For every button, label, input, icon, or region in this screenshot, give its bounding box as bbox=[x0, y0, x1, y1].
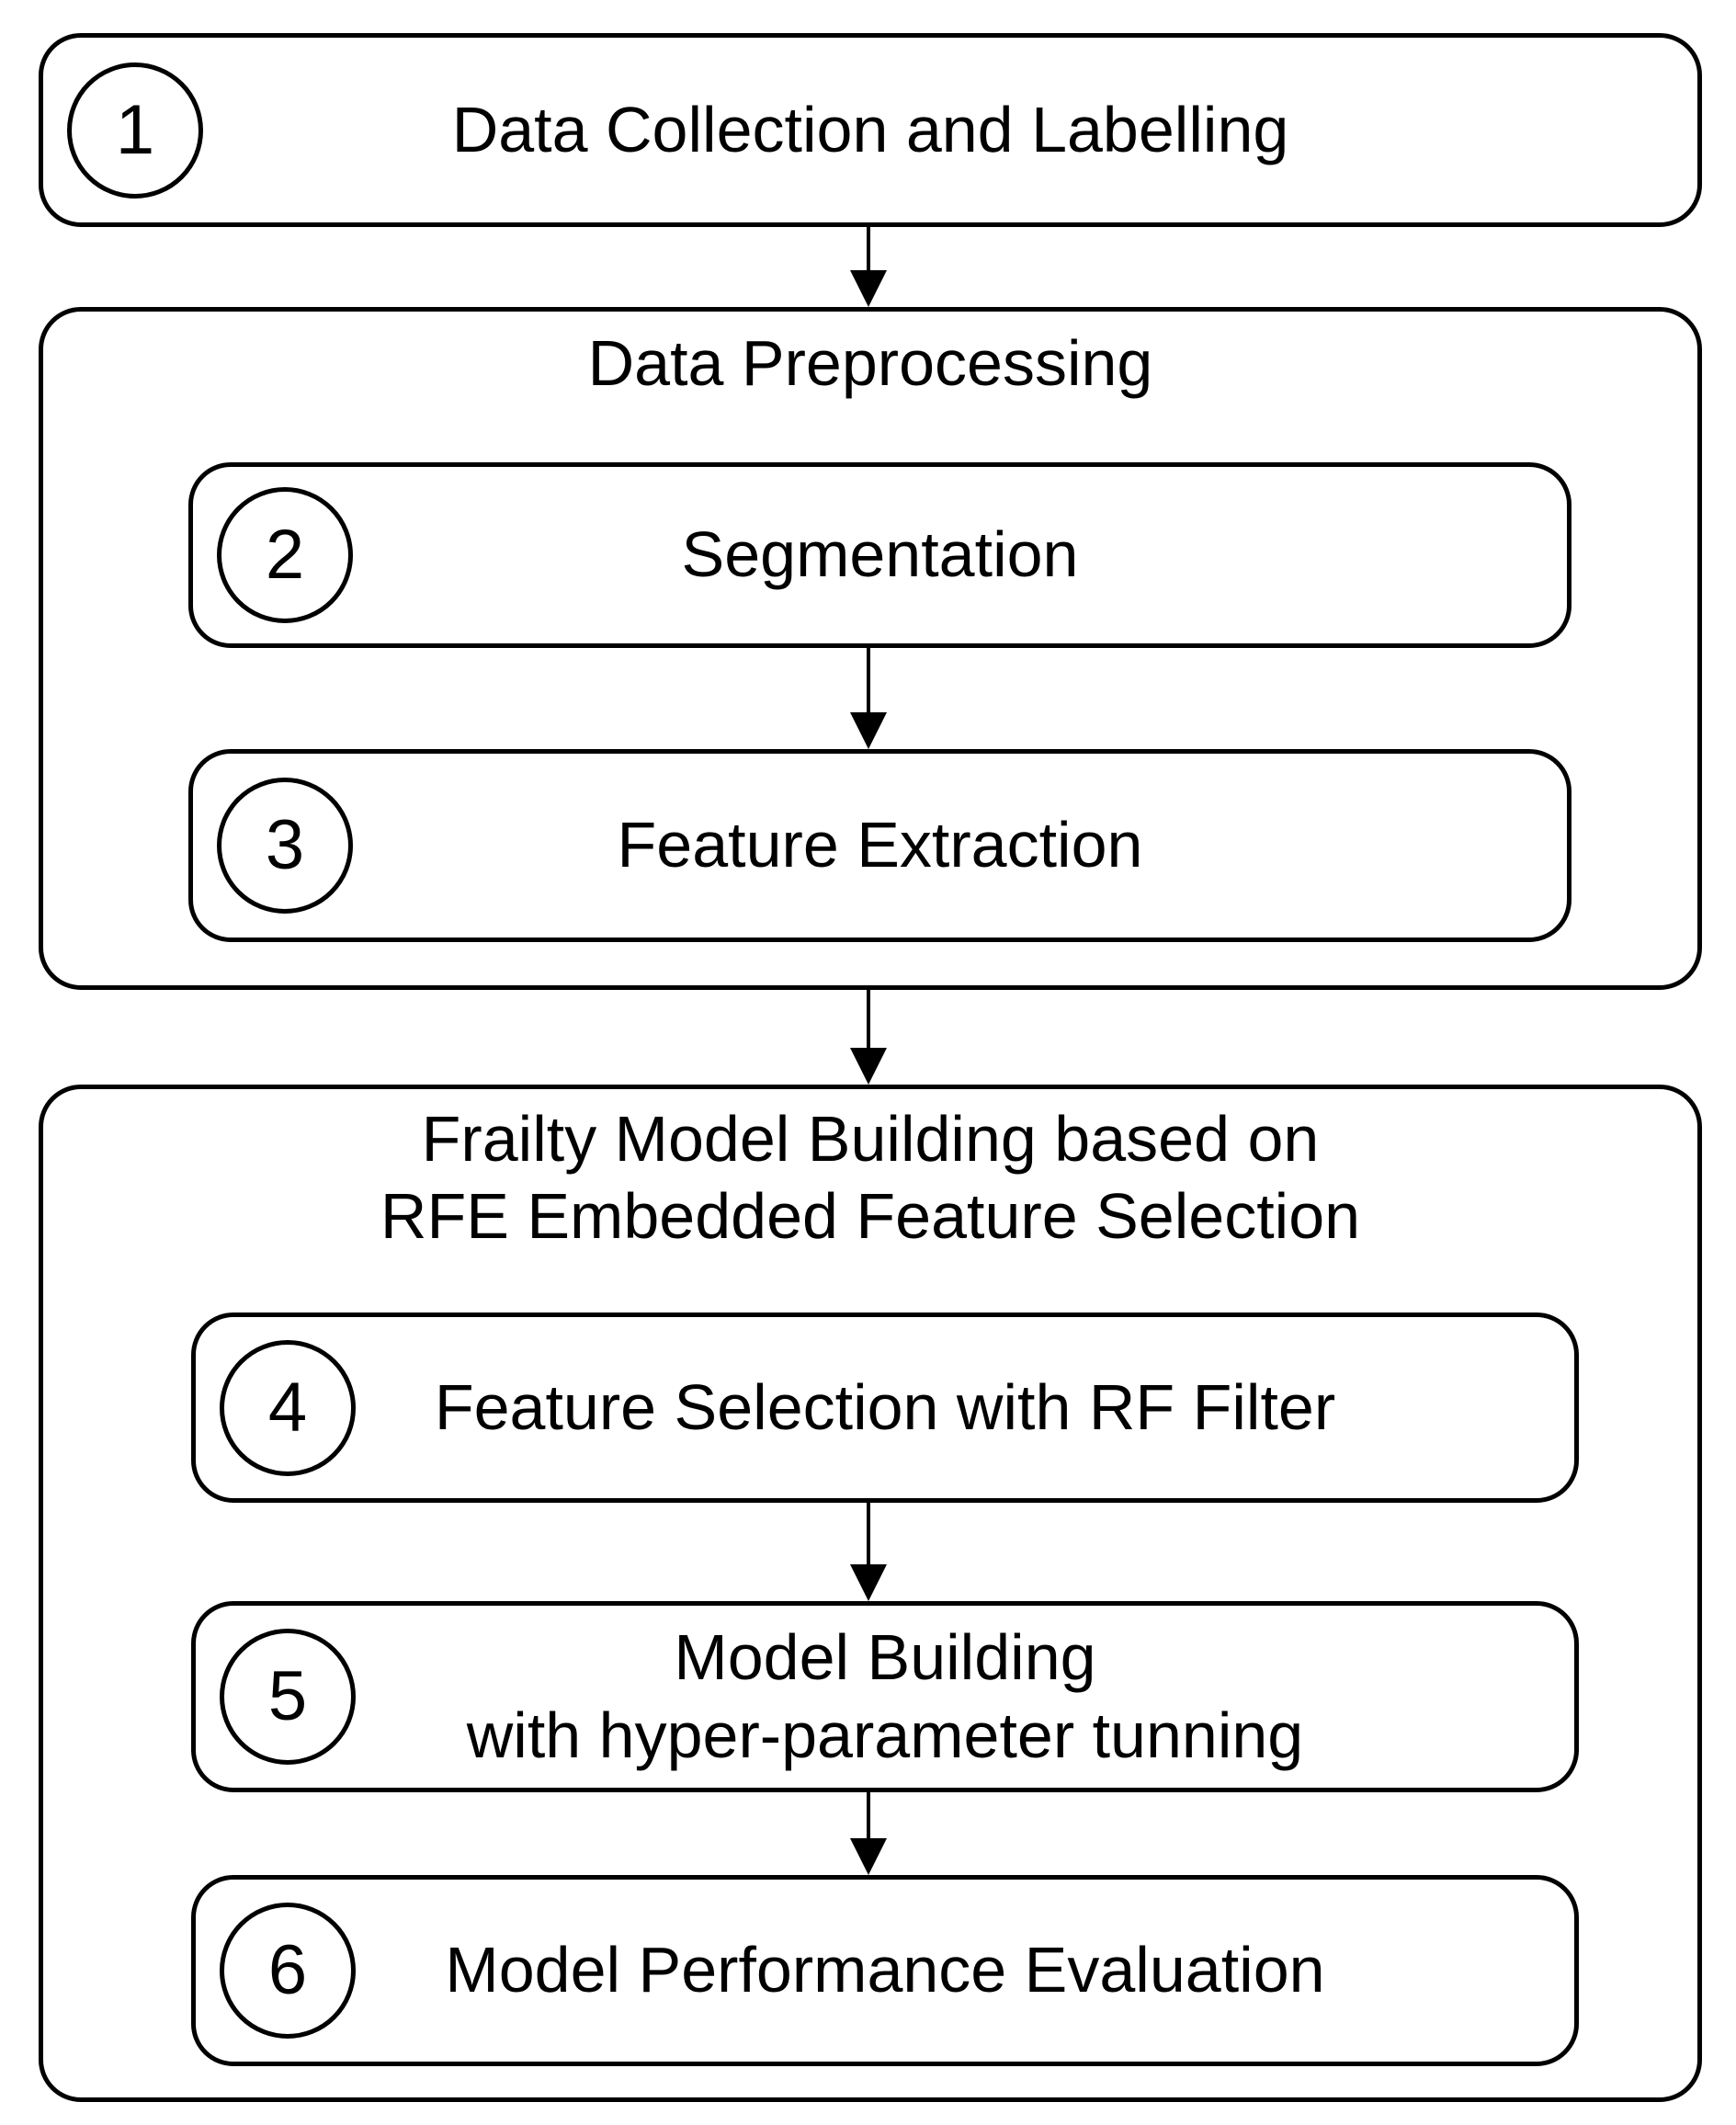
step-number-circle-2: 2 bbox=[217, 487, 353, 623]
section-title-data-preprocessing: Data Preprocessing bbox=[587, 327, 1153, 399]
step-label-feature-selection: Feature Selection with RF Filter bbox=[434, 1370, 1336, 1443]
step-label-data-collection: Data Collection and Labelling bbox=[451, 93, 1289, 165]
arrow-shaft bbox=[867, 1503, 870, 1568]
arrow-shaft bbox=[867, 1792, 870, 1842]
arrow-down-connector-4 bbox=[848, 1503, 889, 1601]
step-box-segmentation: 2 Segmentation bbox=[188, 462, 1571, 648]
section-title-line-2: RFE Embedded Feature Selection bbox=[380, 1180, 1361, 1252]
step-number-2: 2 bbox=[265, 516, 305, 594]
step-number-circle-4: 4 bbox=[220, 1339, 356, 1476]
section-frailty-model-building: Frailty Model Building based on RFE Embe… bbox=[39, 1085, 1702, 2102]
step-number-6: 6 bbox=[267, 1931, 308, 2009]
step-label-model-building-line-1: Model Building bbox=[674, 1620, 1096, 1693]
step-box-model-building: 5 Model Building with hyper-parameter tu… bbox=[191, 1601, 1579, 1792]
step-number-circle-6: 6 bbox=[220, 1903, 356, 2039]
arrow-down-connector-3 bbox=[848, 990, 889, 1085]
arrow-down-icon bbox=[850, 1838, 887, 1875]
arrow-down-connector-1 bbox=[848, 227, 889, 307]
arrow-down-icon bbox=[850, 1048, 887, 1085]
step-box-performance-evaluation: 6 Model Performance Evaluation bbox=[191, 1875, 1579, 2066]
step-number-1: 1 bbox=[115, 90, 155, 169]
arrow-down-connector-2 bbox=[848, 648, 889, 749]
arrow-shaft bbox=[867, 990, 870, 1051]
section-title-line-1: Frailty Model Building based on bbox=[421, 1103, 1320, 1175]
step-label-model-building: Model Building with hyper-parameter tunn… bbox=[430, 1619, 1340, 1776]
arrow-shaft bbox=[867, 648, 870, 716]
arrow-shaft bbox=[867, 227, 870, 274]
arrow-down-icon bbox=[850, 270, 887, 307]
step-number-circle-3: 3 bbox=[217, 778, 353, 914]
step-label-model-building-line-2: with hyper-parameter tunning bbox=[466, 1699, 1304, 1771]
step-number-circle-1: 1 bbox=[67, 62, 203, 199]
arrow-down-connector-5 bbox=[848, 1792, 889, 1875]
step-box-data-collection: 1 Data Collection and Labelling bbox=[39, 33, 1702, 227]
step-label-feature-extraction: Feature Extraction bbox=[617, 809, 1143, 881]
section-title-frailty-model-building: Frailty Model Building based on RFE Embe… bbox=[43, 1100, 1697, 1255]
arrow-down-icon bbox=[850, 1564, 887, 1601]
step-number-3: 3 bbox=[265, 806, 305, 884]
section-data-preprocessing: Data Preprocessing 2 Segmentation 3 Feat… bbox=[39, 307, 1702, 990]
step-label-segmentation: Segmentation bbox=[681, 518, 1079, 591]
step-number-circle-5: 5 bbox=[220, 1629, 356, 1765]
arrow-down-icon bbox=[850, 712, 887, 749]
step-number-4: 4 bbox=[267, 1368, 308, 1447]
step-box-feature-extraction: 3 Feature Extraction bbox=[188, 749, 1571, 942]
step-box-feature-selection: 4 Feature Selection with RF Filter bbox=[191, 1312, 1579, 1503]
step-label-performance-evaluation: Model Performance Evaluation bbox=[445, 1934, 1325, 2006]
step-number-5: 5 bbox=[267, 1657, 308, 1735]
